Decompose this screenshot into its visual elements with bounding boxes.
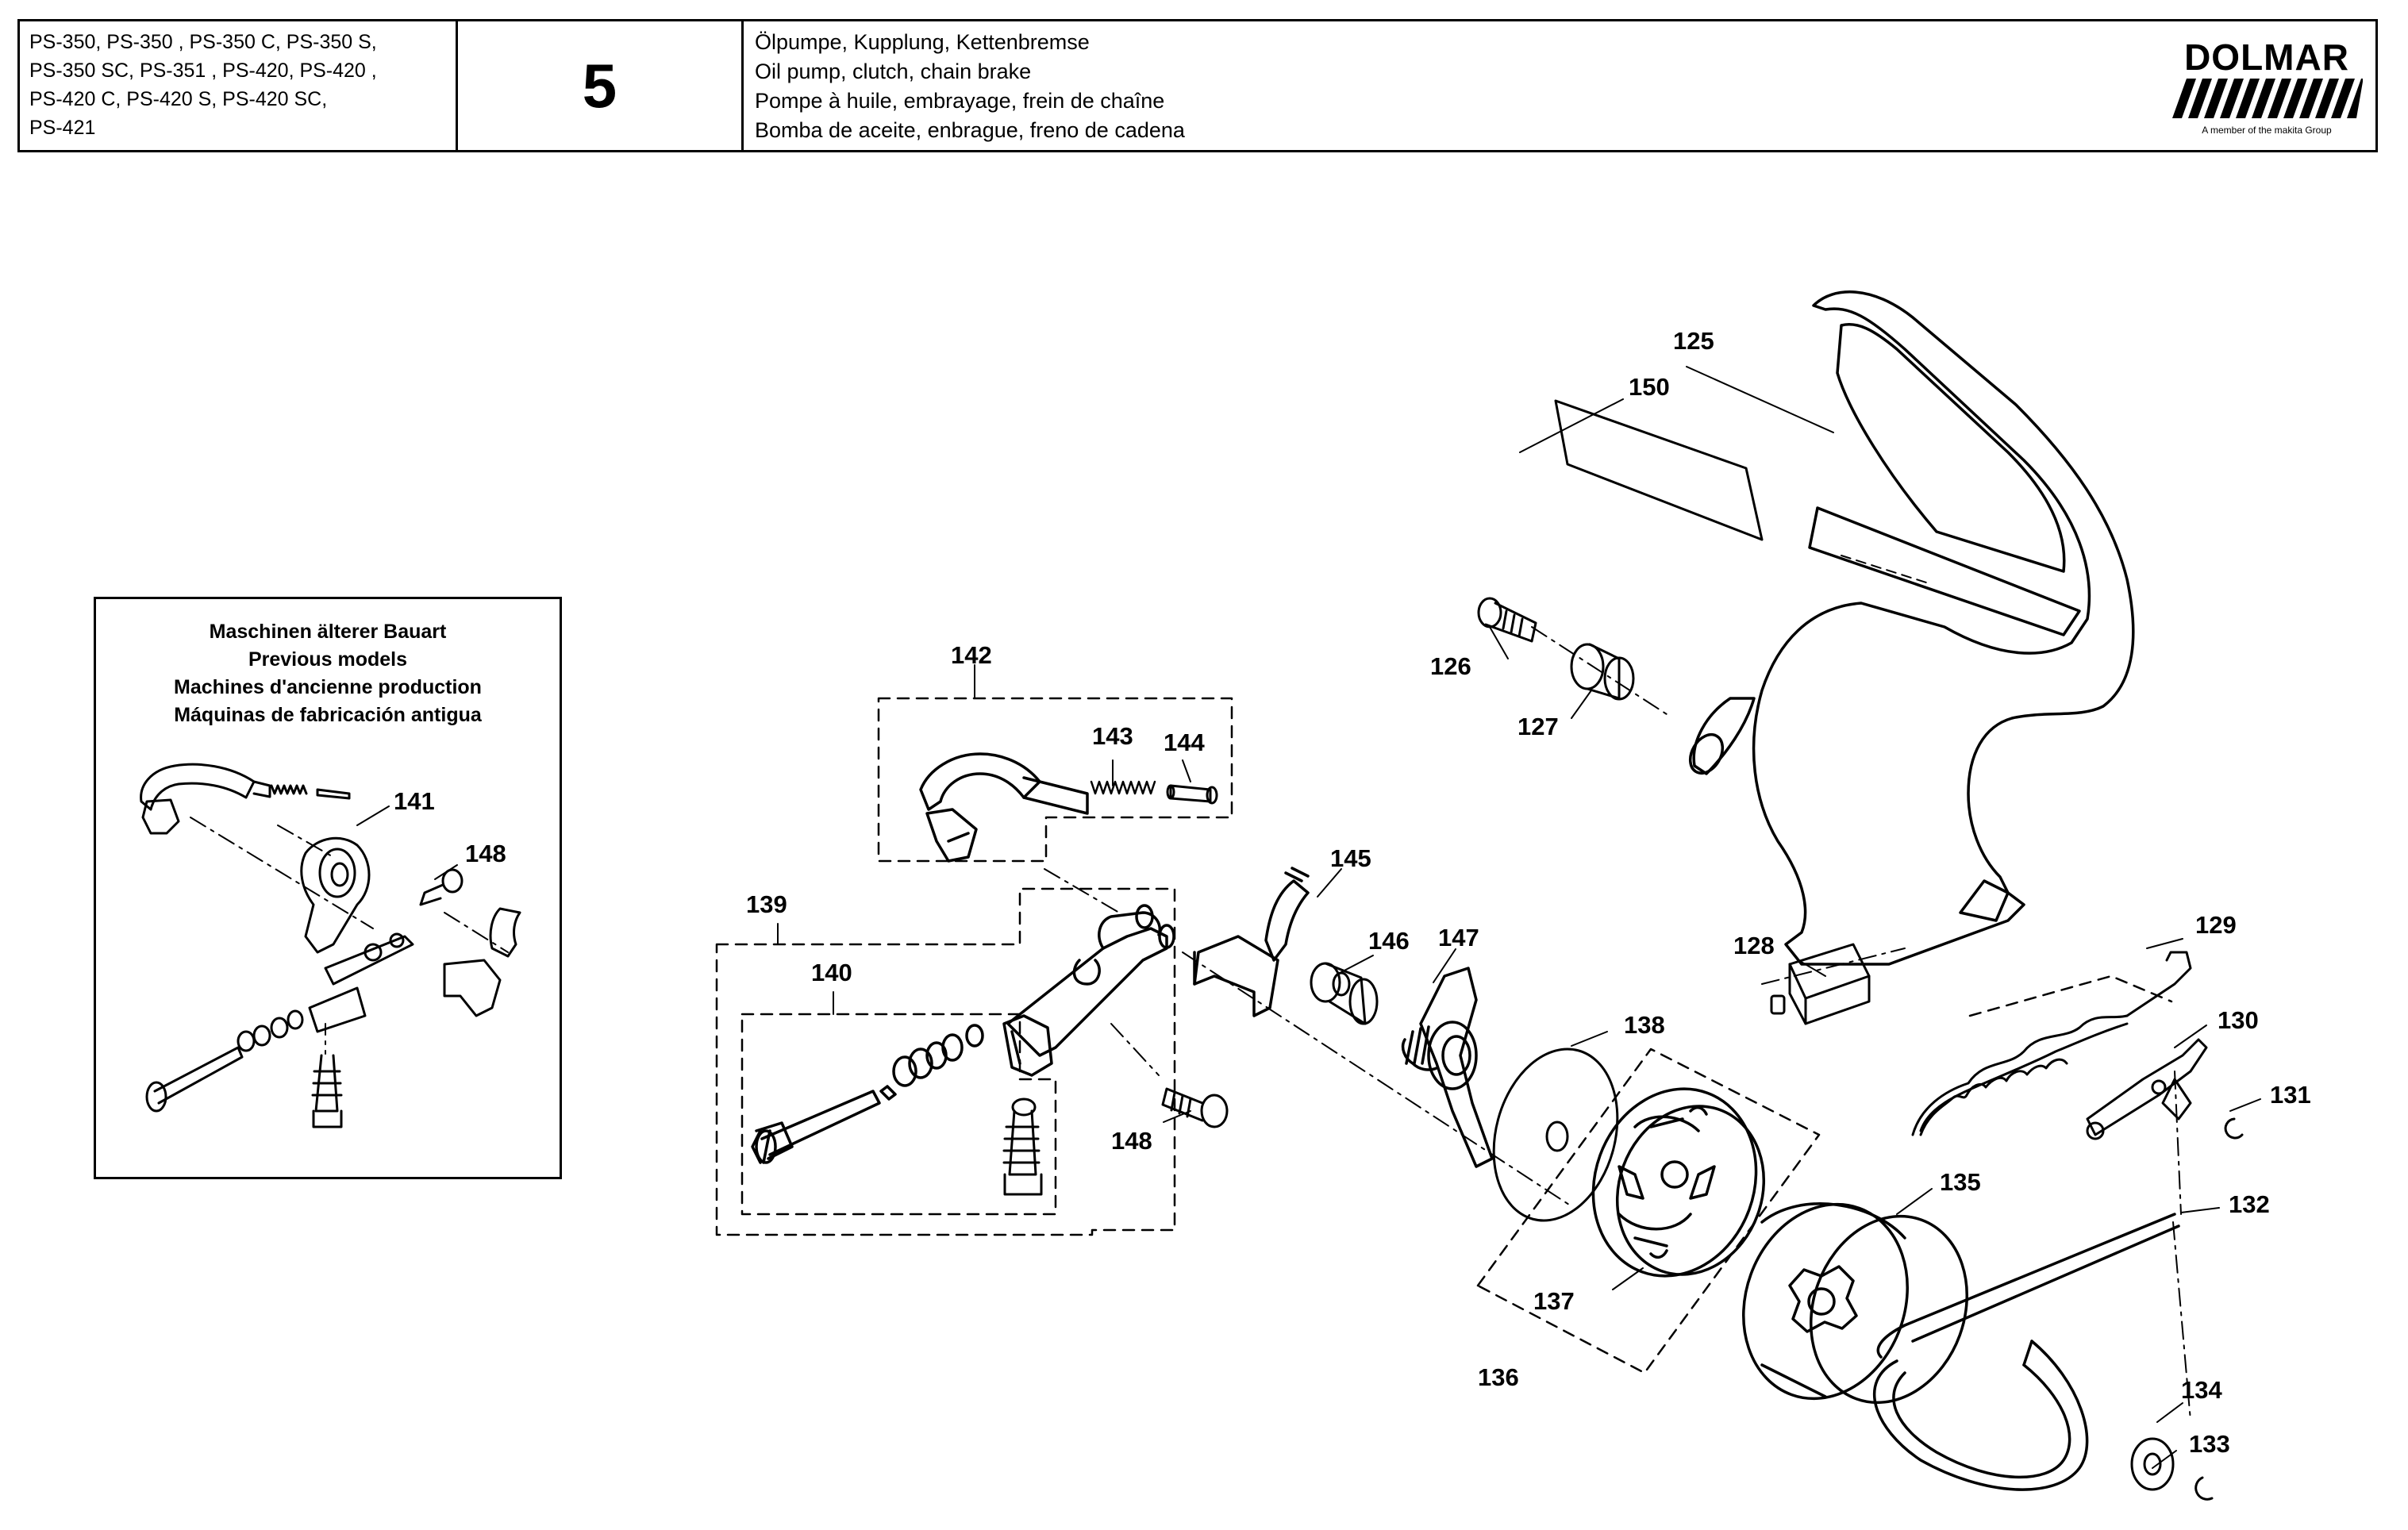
- inset-title-es: Máquinas de fabricación antigua: [174, 704, 482, 726]
- group-139-box: [715, 887, 1176, 1236]
- washer-134: [2130, 1437, 2175, 1491]
- group-136-box: [1476, 1048, 1821, 1374]
- label-132: 132: [2229, 1190, 2270, 1218]
- label-141: 141: [394, 787, 435, 815]
- logo-brand: DOLMAR: [2184, 37, 2349, 78]
- bushing-146: [1310, 962, 1379, 1025]
- inset-title-en: Previous models: [248, 648, 408, 671]
- model-line: PS-350 SC, PS-351 , PS-420, PS-420 ,: [29, 60, 377, 82]
- spring-129: [1911, 951, 2192, 1136]
- title-fr: Pompe à huile, embrayage, frein de chaîn…: [755, 89, 1165, 113]
- oil-hose-145: [1193, 867, 1310, 1017]
- group-142-box: [877, 697, 1233, 863]
- label-133: 133: [2189, 1430, 2230, 1458]
- label-150: 150: [1629, 373, 1670, 401]
- link-129-box: [1968, 975, 2173, 1017]
- logo-tagline: A member of the makita Group: [2202, 125, 2332, 136]
- label-137: 137: [1533, 1287, 1575, 1315]
- label-144: 144: [1164, 728, 1205, 756]
- previous-models-inset: Maschinen älterer Bauart Previous models…: [94, 597, 562, 1179]
- hose-142: [919, 752, 1089, 863]
- switch-128: [1770, 943, 1871, 1025]
- pump-drive-147: [1401, 967, 1494, 1168]
- leader-lines: [356, 366, 2261, 1469]
- model-list: PS-350, PS-350 , PS-350 C, PS-350 S, PS-…: [20, 21, 458, 150]
- label-138: 138: [1624, 1011, 1665, 1039]
- clutch-137: [1591, 1087, 1766, 1278]
- label-131: 131: [2270, 1081, 2311, 1109]
- header-table: PS-350, PS-350 , PS-350 C, PS-350 S, PS-…: [17, 19, 2378, 152]
- label-142: 142: [951, 641, 992, 669]
- lever-130: [2086, 1038, 2208, 1140]
- logo-stripes-icon: [2172, 79, 2363, 118]
- circlip-131: [2224, 1117, 2244, 1140]
- assembly-groups: [715, 697, 2173, 1374]
- title-en: Oil pump, clutch, chain brake: [755, 60, 1032, 83]
- label-127: 127: [1518, 713, 1559, 740]
- clip-133: [2195, 1476, 2214, 1501]
- section-titles: Ölpumpe, Kupplung, Kettenbremse Oil pump…: [744, 21, 2375, 150]
- label-143: 143: [1092, 722, 1133, 750]
- sticker-150: [1554, 399, 1764, 541]
- adjusting-screw: [1002, 1098, 1043, 1196]
- model-line: PS-420 C, PS-420 S, PS-420 SC,: [29, 88, 328, 110]
- inset-title-fr: Machines d'ancienne production: [174, 676, 482, 698]
- clutch-drum-135: [1742, 1202, 1969, 1405]
- assembly-axes: [190, 626, 2191, 1421]
- label-140: 140: [811, 959, 852, 986]
- label-130: 130: [2218, 1006, 2259, 1034]
- label-135: 135: [1940, 1168, 1981, 1196]
- pin-144: [1166, 784, 1218, 805]
- page-number: 5: [458, 21, 744, 150]
- title-es: Bomba de aceite, enbrague, freno de cade…: [755, 118, 1185, 142]
- label-146: 146: [1368, 927, 1410, 955]
- inset-parts: [140, 763, 521, 1128]
- label-136: 136: [1478, 1363, 1519, 1391]
- label-148: 148: [1111, 1127, 1152, 1155]
- label-125: 125: [1673, 327, 1714, 355]
- inset-title-de: Maschinen älterer Bauart: [209, 621, 447, 643]
- title-de: Ölpumpe, Kupplung, Kettenbremse: [755, 30, 1090, 54]
- pump-housing-139: [1002, 904, 1175, 1077]
- label-129: 129: [2195, 911, 2237, 939]
- label-126: 126: [1430, 652, 1471, 680]
- label-148-inset: 148: [465, 840, 506, 867]
- screw-148: [1161, 1087, 1229, 1128]
- spring-143: [1090, 780, 1156, 795]
- brake-band-132: [1873, 1213, 2180, 1491]
- bushing-127: [1570, 643, 1635, 701]
- pump-piston-140: [751, 1024, 984, 1164]
- screw-126: [1477, 597, 1537, 643]
- label-139: 139: [746, 890, 787, 918]
- label-128: 128: [1733, 932, 1775, 959]
- inset-title: Maschinen älterer Bauart Previous models…: [96, 618, 560, 729]
- label-147: 147: [1438, 924, 1479, 951]
- label-134: 134: [2181, 1376, 2222, 1404]
- handguard-125: [1688, 290, 2135, 966]
- label-145: 145: [1330, 844, 1371, 872]
- model-line: PS-421: [29, 117, 96, 139]
- disc-138: [1492, 1048, 1619, 1222]
- model-line: PS-350, PS-350 , PS-350 C, PS-350 S,: [29, 31, 377, 53]
- dolmar-logo: DOLMAR A member of the makita Group: [2163, 26, 2371, 145]
